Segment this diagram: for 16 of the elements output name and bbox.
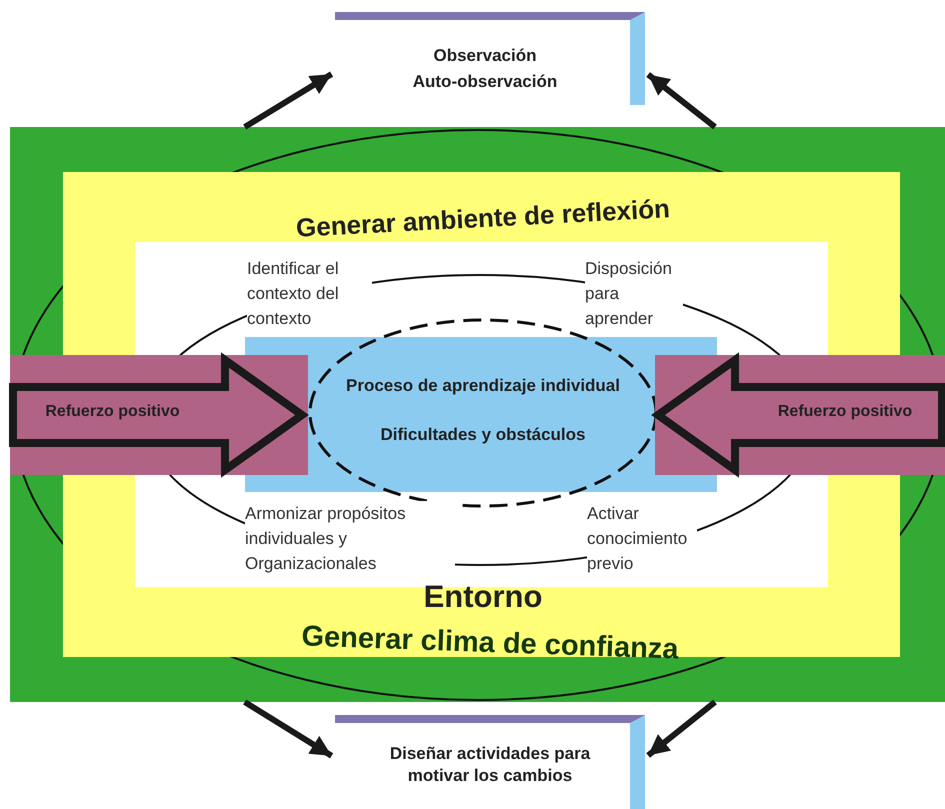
arrow: [243, 699, 334, 758]
arrow: [646, 700, 717, 758]
node-text: Dificultades y obstáculos: [380, 424, 586, 446]
node-text: Diseñar actividades para motivar los cambios: [388, 743, 592, 788]
note-card: [335, 715, 645, 809]
node-text: Refuerzo positivo: [44, 402, 181, 422]
panel: [10, 127, 945, 702]
band-label: Generar clima de confianza: [300, 622, 680, 664]
node-text: Observación: [432, 45, 538, 67]
node-text: Proceso de aprendizaje individual: [345, 375, 621, 397]
block-arrow: [10, 355, 308, 475]
node-text: Auto-observación: [412, 71, 558, 93]
arrow: [243, 72, 334, 130]
heading: Entorno: [422, 578, 544, 616]
arrow: [646, 72, 717, 130]
node-text: Generar ambiente de reflexión: [294, 192, 672, 245]
